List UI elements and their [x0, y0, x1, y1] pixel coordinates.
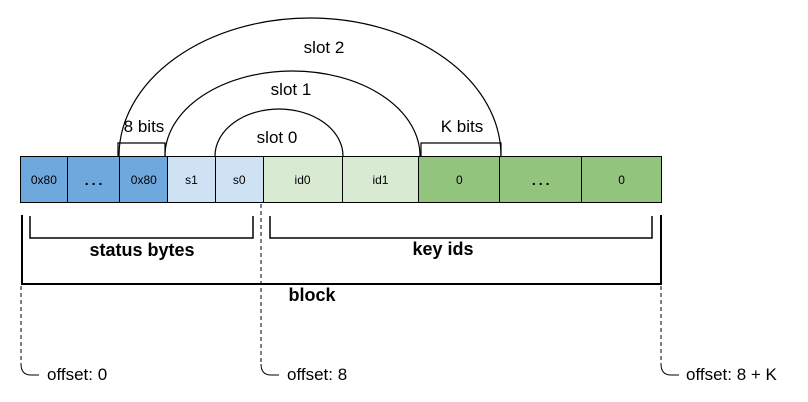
cell-id0: id0 [263, 157, 343, 202]
slot2-arc [118, 17, 502, 157]
cell-key-ids-ellipsis: ... [500, 157, 583, 202]
8bits-bracket [117, 142, 166, 156]
key-ids-label: key ids [412, 239, 474, 259]
cell-status-bytes-ellipsis: ... [67, 157, 121, 202]
offset-8k-hook [660, 363, 679, 376]
key-ids-brace [269, 216, 653, 239]
block-row: 0x80 ... 0x80 s1 s0 id0 id1 0 ... 0 [20, 156, 662, 203]
slot0-arc [214, 108, 344, 157]
slot0-label: slot 0 [256, 128, 298, 147]
status-bytes-label: status bytes [89, 240, 195, 260]
offset-8k-label: offset: 8 + K [686, 365, 777, 384]
slot1-label: slot 1 [270, 80, 312, 99]
offset-0-label: offset: 0 [47, 365, 108, 384]
kbits-label: K bits [440, 117, 484, 136]
cell-zero-last: 0 [582, 157, 661, 202]
cell-zero-first: 0 [419, 157, 501, 202]
slot1-arc [164, 70, 421, 157]
offset-8-hook [260, 363, 279, 376]
status-bytes-brace [29, 216, 254, 239]
block-brace [21, 215, 662, 285]
cell-status-byte-last: 0x80 [120, 157, 169, 202]
offset-0-hook [20, 363, 39, 376]
cell-s1: s1 [168, 157, 216, 202]
offset-8-label: offset: 8 [287, 365, 348, 384]
8bits-label: 8 bits [123, 117, 165, 136]
cell-s0: s0 [215, 157, 264, 202]
cell-id1: id1 [342, 157, 420, 202]
slot2-label: slot 2 [303, 38, 345, 57]
kbits-bracket [420, 142, 502, 156]
cell-status-byte-first: 0x80 [21, 157, 68, 202]
block-label: block [288, 285, 336, 305]
